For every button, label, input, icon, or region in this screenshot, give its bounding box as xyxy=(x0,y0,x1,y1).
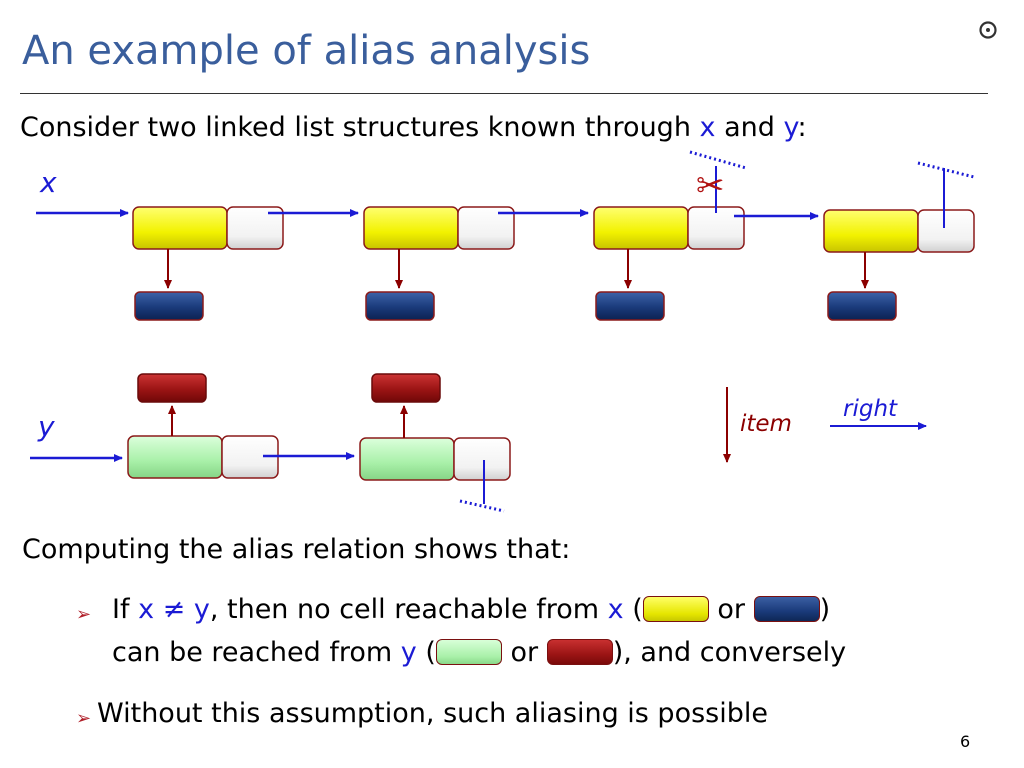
intro-prefix: Consider two linked list structures know… xyxy=(20,112,700,143)
b1-or: or xyxy=(708,594,754,625)
right-cell-white xyxy=(457,206,515,250)
item-cell-green xyxy=(359,437,455,481)
b2-or: or xyxy=(501,637,547,668)
right-cell-white xyxy=(687,206,745,250)
item-cell-yellow xyxy=(363,206,459,250)
bullet-1-line-2: can be reached from y ( or ), and conver… xyxy=(112,637,846,668)
list-x-node-4 xyxy=(823,161,975,321)
bullet-2: Without this assumption, such aliasing i… xyxy=(97,698,768,729)
b1-then: , then no cell reachable from xyxy=(209,594,608,625)
right-cell-white xyxy=(917,209,975,253)
b2-can: can be reached from xyxy=(112,637,401,668)
legend-right-label: right xyxy=(843,396,898,422)
list-y-node-1 xyxy=(127,373,279,479)
intro-y: y xyxy=(783,112,798,143)
item-blue xyxy=(595,291,665,321)
b1-open: ( xyxy=(623,594,643,625)
item-cell-yellow xyxy=(132,206,228,250)
label-x: x xyxy=(39,166,57,199)
right-cell-white xyxy=(453,437,511,481)
list-x-node-1 xyxy=(132,206,284,321)
item-blue xyxy=(827,291,897,321)
list-x-node-2 xyxy=(363,206,515,321)
b2-y: y xyxy=(400,637,417,668)
legend-item-label: item xyxy=(740,411,792,437)
item-red xyxy=(371,373,441,403)
bullet-1-line-1: If x ≠ y, then no cell reachable from x … xyxy=(112,594,830,625)
item-red xyxy=(137,373,207,403)
swatch-yellow xyxy=(642,596,709,622)
item-blue xyxy=(365,291,435,321)
intro-x: x xyxy=(699,112,716,143)
b1-y: y xyxy=(193,594,210,625)
b1-x: x xyxy=(138,594,155,625)
slide-title: An example of alias analysis xyxy=(22,28,591,74)
intro-line: Consider two linked list structures know… xyxy=(20,112,807,143)
b1-if: If xyxy=(112,594,139,625)
void-marker xyxy=(917,161,975,179)
bullet-arrow-icon: ➢ xyxy=(76,708,92,729)
swatch-green xyxy=(435,639,502,665)
b1-neq: ≠ xyxy=(154,594,194,625)
item-cell-yellow xyxy=(823,209,919,253)
swatch-blue xyxy=(753,596,820,622)
bullet-arrow-icon: ➢ xyxy=(76,604,92,625)
b1-x2: x xyxy=(607,594,624,625)
void-marker xyxy=(459,499,505,513)
b1-close: ) xyxy=(819,594,831,625)
item-blue xyxy=(134,291,204,321)
item-cell-yellow xyxy=(593,206,689,250)
title-rule xyxy=(20,93,988,94)
right-cell-white xyxy=(226,206,284,250)
intro-and: and xyxy=(715,112,784,143)
list-y-node-2 xyxy=(359,373,511,513)
list-x-node-3 xyxy=(593,150,747,321)
intro-suffix: : xyxy=(797,112,807,143)
scissors-icon: ✂ xyxy=(696,166,725,206)
swatch-red xyxy=(546,639,613,665)
b2-open: ( xyxy=(416,637,436,668)
logo-icon xyxy=(979,21,997,39)
b2-close: ), and conversely xyxy=(612,637,847,668)
item-cell-green xyxy=(127,435,223,479)
computing-line: Computing the alias relation shows that: xyxy=(22,534,571,565)
label-y: y xyxy=(37,410,55,443)
page-number: 6 xyxy=(960,732,971,751)
